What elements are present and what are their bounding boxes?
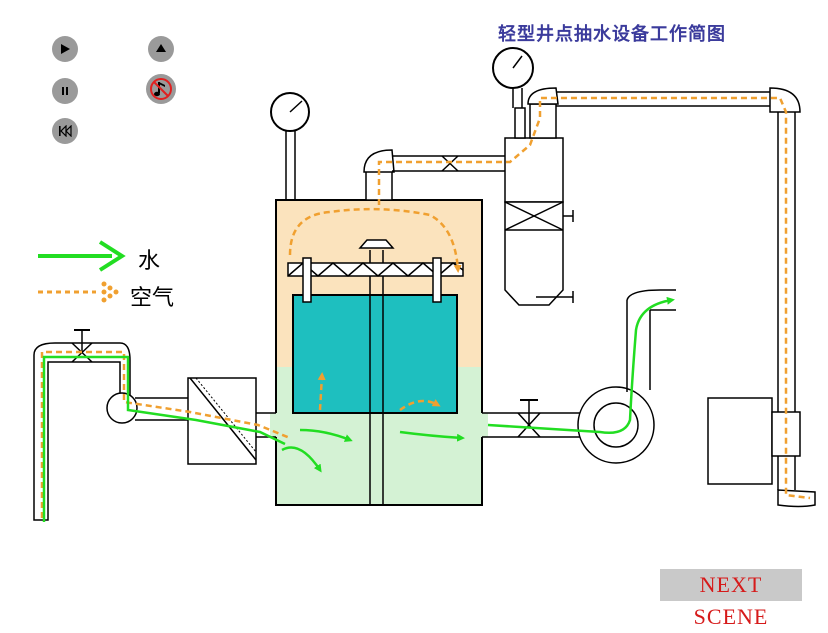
dewatering-diagram	[33, 47, 816, 522]
diagram-title: 轻型井点抽水设备工作简图	[498, 24, 726, 45]
pause-icon	[62, 87, 68, 95]
legend	[38, 240, 126, 303]
centrifugal-pump	[482, 289, 676, 464]
legend-air-label: 空气	[130, 286, 175, 311]
mute-button[interactable]	[146, 74, 176, 104]
tank-pressure-gauge	[270, 92, 310, 200]
tank-top-pipe	[363, 149, 510, 201]
pause-button[interactable]	[52, 78, 78, 104]
air-flow-paths	[40, 96, 811, 518]
play-icon	[61, 44, 70, 54]
eject-icon	[156, 44, 166, 52]
float-valve	[287, 239, 464, 505]
eject-button[interactable]	[148, 36, 174, 62]
play-button[interactable]	[52, 36, 78, 62]
rewind-button[interactable]	[52, 118, 78, 144]
water-flow-paths	[42, 296, 675, 522]
rewind-icon	[59, 125, 72, 137]
water-tank-right	[707, 397, 773, 485]
vacuum-pump-assembly	[492, 47, 574, 306]
separator-box	[292, 294, 458, 414]
legend-air-arrow-icon	[101, 281, 119, 303]
music-muted-icon	[150, 78, 172, 100]
next-scene-button[interactable]: NEXT SCENE	[660, 569, 802, 629]
legend-water-arrow-icon	[98, 240, 126, 272]
legend-water-label: 水	[138, 249, 161, 274]
well-inlet-pipe	[33, 329, 276, 521]
